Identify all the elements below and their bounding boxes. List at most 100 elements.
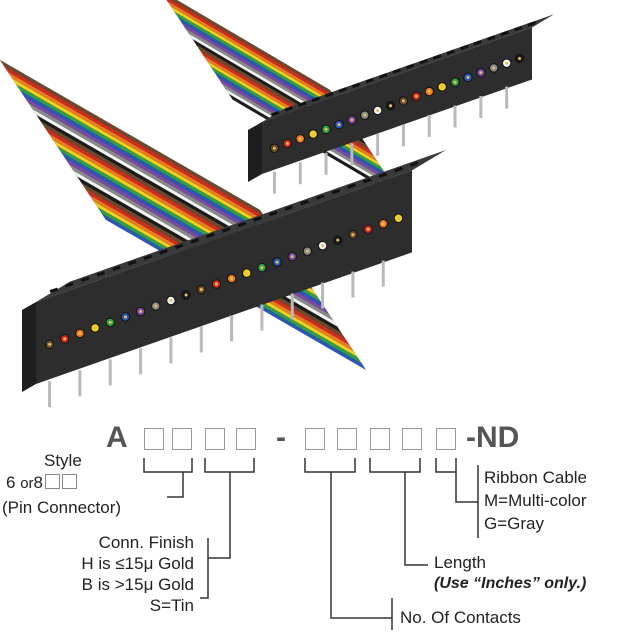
- style-option-8: 8: [33, 473, 44, 492]
- lower-connector-contact-core: [351, 233, 355, 237]
- contacts-title: No. Of Contacts: [400, 608, 521, 627]
- conn-finish-title: Conn. Finish: [98, 533, 194, 552]
- lower-connector-pin: [169, 337, 173, 364]
- part-number-prefix: A: [106, 421, 128, 454]
- lower-connector-pin: [78, 370, 82, 397]
- lower-connector-contact-core: [366, 227, 370, 231]
- upper-connector-pin: [453, 105, 457, 128]
- lower-connector-pin: [230, 315, 234, 342]
- lower-connector-slot: [143, 254, 153, 261]
- lower-connector-slot: [221, 227, 231, 233]
- lower-connector-pin: [381, 260, 385, 287]
- lower-connector-contact-core: [184, 293, 188, 297]
- lower-connector-contact-core: [63, 337, 67, 341]
- upper-connector-slot: [500, 30, 509, 37]
- upper-connector-contact-core: [440, 85, 444, 89]
- style-box-2: [62, 474, 78, 489]
- contacts-leader-line: [304, 458, 356, 473]
- upper-connector-slot: [311, 96, 320, 103]
- upper-connector-slot: [527, 21, 536, 27]
- upper-connector-slot: [392, 68, 401, 74]
- part-number-dash: -: [276, 421, 286, 454]
- upper-connector-contact-core: [453, 80, 457, 84]
- style-options: 6 or8: [6, 473, 78, 493]
- upper-connector-contact-core: [363, 113, 367, 117]
- part-number-box-2: [172, 428, 192, 450]
- upper-connector-contact-core: [466, 75, 470, 79]
- length-title: Length: [434, 553, 486, 572]
- upper-connector-slot: [324, 92, 334, 98]
- lower-connector-pin: [260, 304, 264, 331]
- lower-connector-contact-core: [48, 342, 52, 346]
- upper-connector-pin: [350, 143, 354, 166]
- upper-connector-pin: [401, 124, 405, 147]
- upper-connector-slot: [459, 44, 469, 51]
- lower-connector-pin: [321, 282, 325, 309]
- part-number-box-6: [337, 428, 357, 450]
- upper-connector-contact-core: [492, 66, 496, 70]
- lower-connector-slot: [112, 265, 121, 272]
- part-number-box-9: [436, 428, 456, 450]
- legend-leader-lines: [143, 458, 479, 630]
- upper-connector-contact-core: [427, 90, 431, 94]
- lower-connector-contact-core: [321, 244, 325, 248]
- upper-connector-pin: [376, 133, 380, 156]
- lower-connector-contact-core: [214, 282, 218, 286]
- upper-connector-contact-core: [337, 123, 341, 127]
- lower-connector-contact-core: [305, 249, 309, 253]
- upper-connector-contact-core: [324, 127, 328, 131]
- conn-finish-leader-line: [204, 458, 255, 473]
- upper-connector-contact-core: [285, 142, 289, 146]
- conn-finish-option-b: B is >15μ Gold: [81, 575, 194, 594]
- lower-connector-pin: [351, 271, 355, 298]
- upper-connector-slot: [473, 40, 482, 46]
- lower-connector-contact-core: [290, 255, 294, 259]
- lower-connector-slot: [331, 188, 341, 195]
- upper-connector-slot: [270, 110, 280, 117]
- part-number-box-1: [144, 428, 164, 450]
- upper-connector-side-face: [248, 122, 262, 182]
- lower-connector-contact-core: [78, 331, 82, 335]
- upper-connector-slot: [486, 35, 496, 41]
- upper-connector-front-face: [262, 27, 532, 174]
- lower-connector-slot: [206, 232, 215, 239]
- upper-connector-contact-core: [505, 61, 509, 65]
- upper-connector-pin: [479, 96, 483, 119]
- ribbon-option-m: M=Multi-color: [484, 491, 587, 510]
- lower-connector-slot: [96, 271, 106, 277]
- upper-connector-pin: [324, 152, 328, 175]
- style-option-or: or: [20, 475, 34, 492]
- upper-connector-contact-core: [479, 71, 483, 75]
- ribbon-legend: Ribbon Cable M=Multi-color G=Gray: [484, 466, 587, 535]
- lower-connector-contact-core: [245, 271, 249, 275]
- conn-finish-legend: Conn. Finish H is ≤15μ Gold B is >15μ Go…: [0, 532, 194, 616]
- lower-connector-side-face: [22, 302, 36, 392]
- upper-connector-slot: [419, 58, 428, 65]
- lower-dip-connector: [22, 150, 446, 408]
- upper-connector-slot: [297, 101, 307, 107]
- lower-connector-pin: [290, 293, 294, 320]
- ribbon-title: Ribbon Cable: [484, 468, 588, 487]
- style-leader-line: [143, 458, 184, 498]
- lower-connector-contact-core: [230, 277, 234, 281]
- lower-connector-contact-core: [169, 298, 173, 302]
- lower-connector-slot: [127, 260, 137, 266]
- part-number-box-4: [236, 428, 256, 450]
- ribbon-option-g: G=Gray: [484, 514, 544, 533]
- length-leader-line: [369, 458, 421, 473]
- upper-connector-contact-core: [350, 118, 354, 122]
- upper-connector-pin: [427, 114, 431, 137]
- lower-connector-contact-core: [275, 260, 279, 264]
- part-number-box-8: [402, 428, 422, 450]
- lower-connector-contact-core: [154, 304, 158, 308]
- upper-connector-slot: [432, 54, 442, 60]
- style-subtitle: (Pin Connector): [2, 498, 122, 517]
- upper-connector-slot: [405, 63, 415, 70]
- upper-connector-contact-core: [518, 56, 522, 60]
- lower-connector-contact-core: [108, 320, 112, 324]
- part-number-box-3: [205, 428, 225, 450]
- upper-connector-slot: [351, 82, 361, 89]
- lower-connector-slot: [80, 276, 90, 283]
- lower-connector-contact-core: [336, 238, 340, 242]
